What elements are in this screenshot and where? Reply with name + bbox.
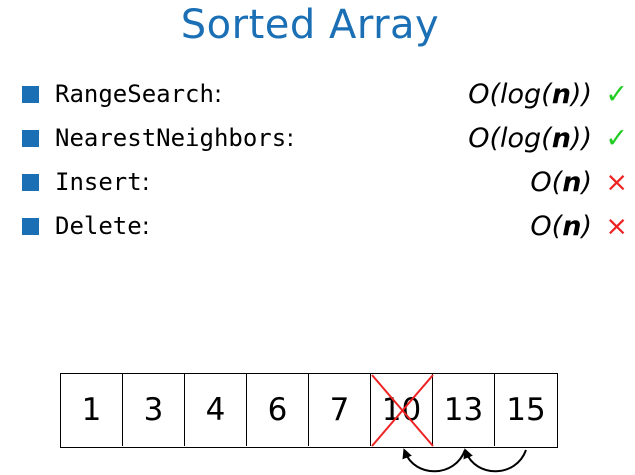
operation-colon: : [141,212,150,240]
operation-cost: O(log(n)) ✓ [468,116,628,160]
cost-suffix: )) [570,78,592,110]
operations-list: RangeSearch: O(log(n)) ✓ NearestNeighbor… [22,72,628,248]
cost-prefix: O( [530,210,563,242]
cost-suffix: )) [570,122,592,154]
operation-row-nearest-neighbors: NearestNeighbors: O(log(n)) ✓ [22,116,628,160]
array-cell: 13 [433,374,495,446]
cost-prefix: O(log( [468,78,552,110]
operation-cost: O(log(n)) ✓ [468,72,628,116]
operation-name: NearestNeighbors [55,124,287,152]
square-bullet-icon [22,129,39,147]
array-cell: 15 [506,392,546,428]
cost-arg: n [562,166,582,198]
check-icon: ✓ [605,122,628,154]
operation-colon: : [286,124,295,152]
cost-arg: n [551,122,571,154]
operation-cost: O(n) × [530,160,628,204]
operation-name: Insert [55,168,142,196]
square-bullet-icon [22,85,39,103]
square-bullet-icon [22,217,39,235]
operation-row-range-search: RangeSearch: O(log(n)) ✓ [22,72,628,116]
sorted-array: 1 3 4 6 7 10 13 15 [60,373,558,448]
operation-row-insert: Insert: O(n) × [22,160,628,204]
shift-arrow-icon [463,448,527,473]
array-cell: 4 [185,374,247,446]
cost-suffix: ) [581,166,592,198]
cost-prefix: O(log( [468,122,552,154]
array-cell: 3 [123,374,185,446]
operation-cost: O(n) × [530,204,628,248]
operation-colon: : [213,80,223,108]
square-bullet-icon [22,173,39,191]
cross-icon: × [605,166,628,198]
check-icon: ✓ [605,78,628,110]
array-cell-deleted: 10 [371,374,433,446]
cross-icon: × [605,210,628,242]
cost-suffix: ) [581,210,592,242]
operation-name: Delete [55,212,142,240]
slide-title: Sorted Array [180,2,440,48]
operation-row-delete: Delete: O(n) × [22,204,628,248]
operation-colon: : [141,168,150,196]
operation-name: RangeSearch [55,80,214,108]
array-cell: 1 [61,374,123,446]
cost-arg: n [551,78,571,110]
array-cell: 6 [247,374,309,446]
cost-arg: n [562,210,582,242]
array-cell: 7 [309,374,371,446]
cost-prefix: O( [530,166,563,198]
shift-arrow-icon [402,448,466,473]
